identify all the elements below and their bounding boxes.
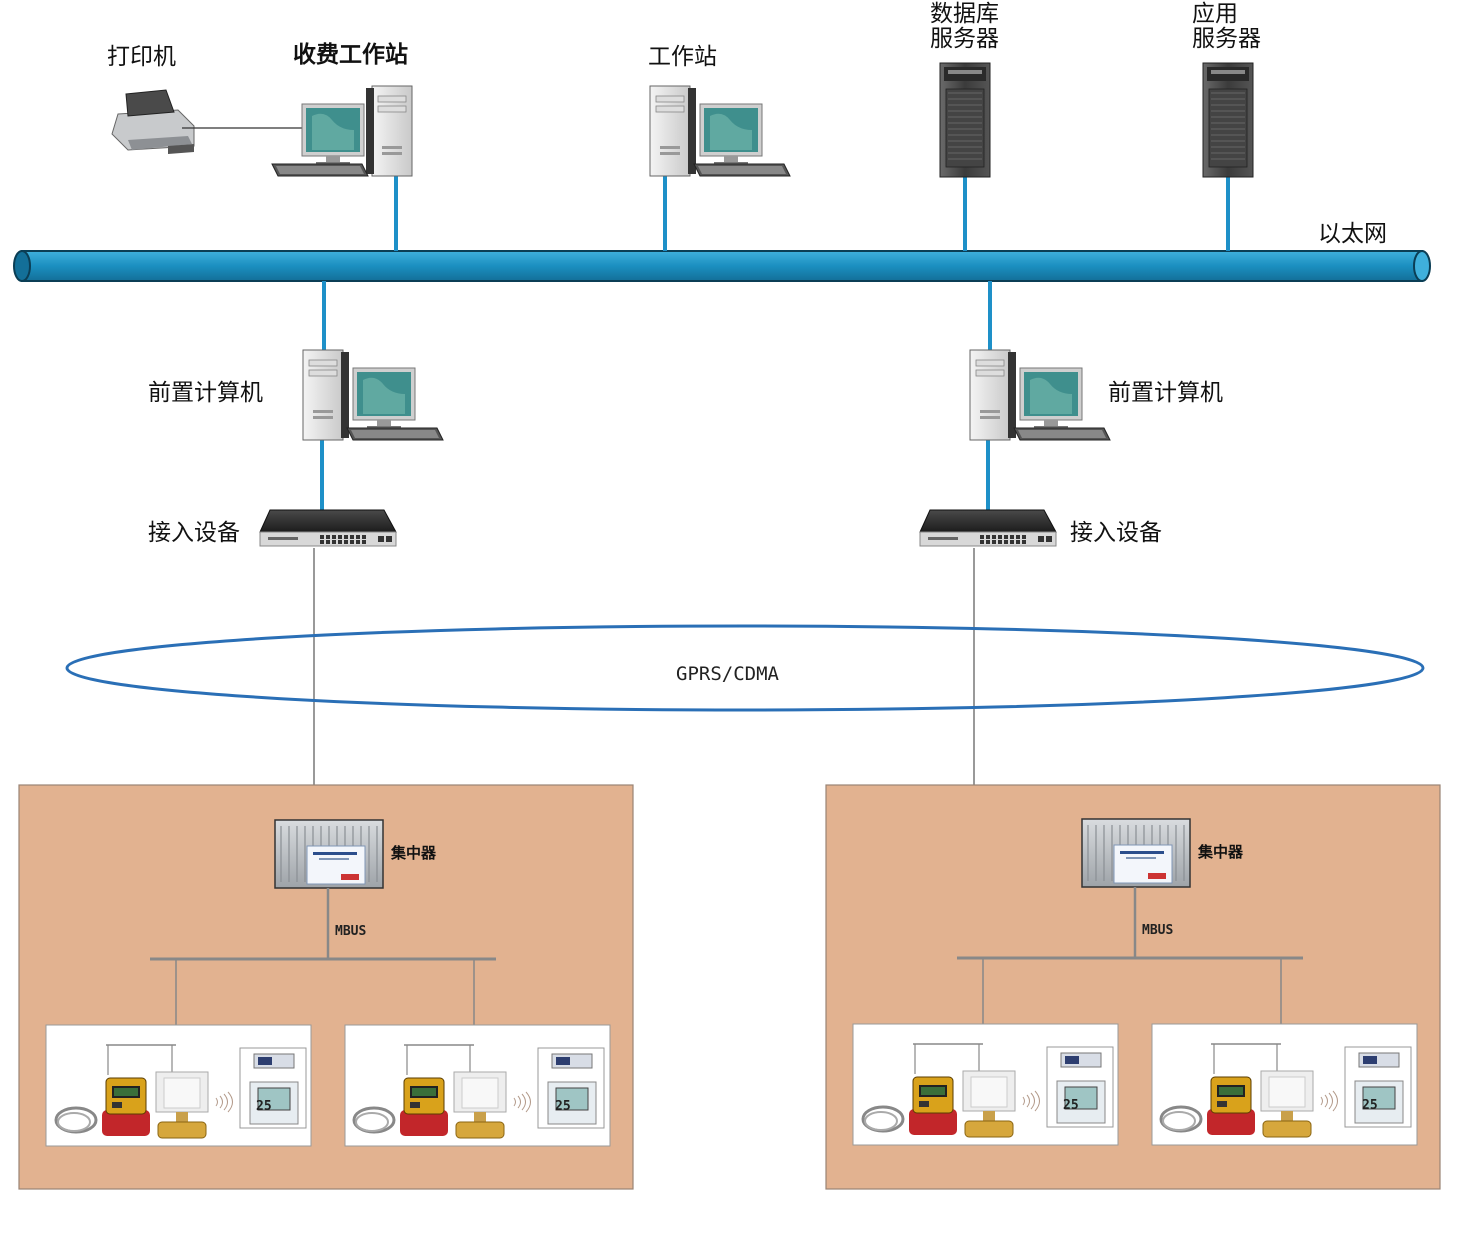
access-device-right-icon xyxy=(919,509,1057,547)
ethernet-bus xyxy=(13,250,1431,282)
concentrator-left-label: 集中器 xyxy=(390,844,437,862)
printer-label: 打印机 xyxy=(107,44,176,70)
billing-workstation-icon xyxy=(271,85,413,177)
access-device-left-icon xyxy=(259,509,397,547)
access-device-right-label: 接入设备 xyxy=(1070,520,1162,546)
database-server-icon xyxy=(939,62,991,178)
workstation-label: 工作站 xyxy=(648,44,717,70)
ethernet-label: 以太网 xyxy=(1318,221,1387,247)
bus-left-label: MBUS xyxy=(335,924,366,939)
application-server-label-line1: 应用 xyxy=(1192,1,1238,27)
front-computer-left-icon xyxy=(302,349,444,441)
bus-right-label: MBUS xyxy=(1142,923,1173,938)
thermostat-display-1: 25 xyxy=(256,1099,272,1114)
concentrator-right-label: 集中器 xyxy=(1197,843,1244,861)
database-server-label-line2: 服务器 xyxy=(930,26,999,52)
database-server-label-line1: 数据库 xyxy=(930,1,999,27)
application-server-label-line2: 服务器 xyxy=(1192,26,1261,52)
thermostat-display-2: 25 xyxy=(555,1099,571,1114)
zone-left: 集中器 MBUS 25 25 xyxy=(18,784,634,1190)
workstation-icon xyxy=(649,85,791,177)
thermostat-display-4: 25 xyxy=(1362,1098,1378,1113)
wireless-links xyxy=(313,548,975,785)
gprs-cdma-network xyxy=(65,624,1425,712)
thermostat-display-3: 25 xyxy=(1063,1098,1079,1113)
front-computer-right-label: 前置计算机 xyxy=(1108,380,1223,406)
front-computer-right-icon xyxy=(969,349,1111,441)
backbone-drops xyxy=(320,176,1230,510)
front-computer-left-label: 前置计算机 xyxy=(148,380,263,406)
concentrator-right-icon xyxy=(1081,818,1191,888)
printer-icon xyxy=(111,89,195,154)
access-device-left-label: 接入设备 xyxy=(148,520,240,546)
billing-workstation-label: 收费工作站 xyxy=(293,41,408,68)
zone-right: 集中器 MBUS 25 25 xyxy=(825,784,1441,1190)
network-label: GPRS/CDMA xyxy=(676,663,780,685)
concentrator-left-icon xyxy=(274,819,384,889)
application-server-icon xyxy=(1202,62,1254,178)
